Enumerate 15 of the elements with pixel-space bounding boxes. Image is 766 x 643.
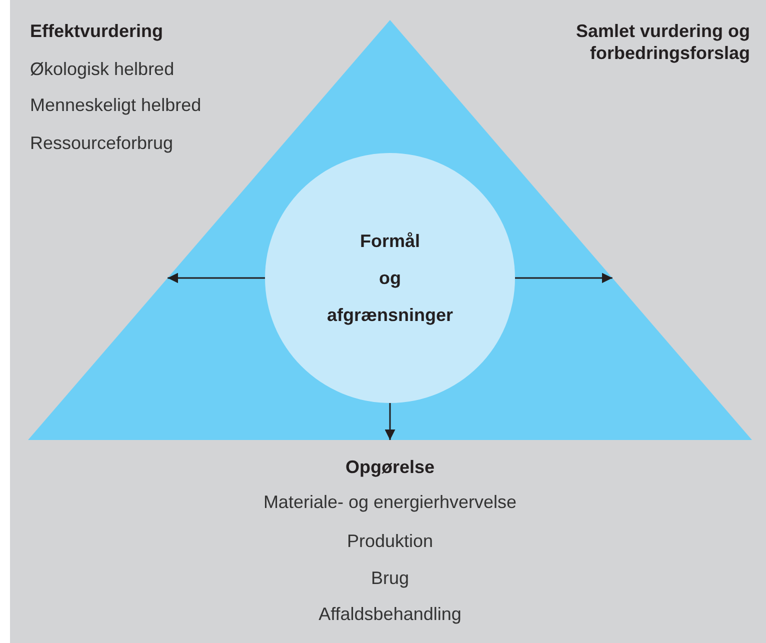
triangle-shape	[28, 20, 752, 440]
list-item: Menneskeligt helbred	[30, 94, 202, 116]
list-item: Økologisk helbred	[30, 58, 174, 80]
arrow	[515, 272, 612, 284]
arrow	[384, 403, 396, 440]
list-item: Affaldsbehandling	[318, 603, 462, 625]
list-item: Materiale- og energierhvervelse	[262, 491, 518, 513]
list-item: Produktion	[346, 530, 434, 552]
section-heading: Samlet vurdering og forbedringsforslag	[574, 20, 750, 64]
node-text: Formål og afgrænsninger	[326, 230, 454, 327]
section-heading: Effektvurdering	[30, 20, 164, 42]
list-item: Ressourceforbrug	[30, 132, 174, 154]
list-item: Brug	[370, 567, 410, 589]
section-heading: Opgørelse	[344, 456, 436, 478]
arrow	[168, 272, 265, 284]
